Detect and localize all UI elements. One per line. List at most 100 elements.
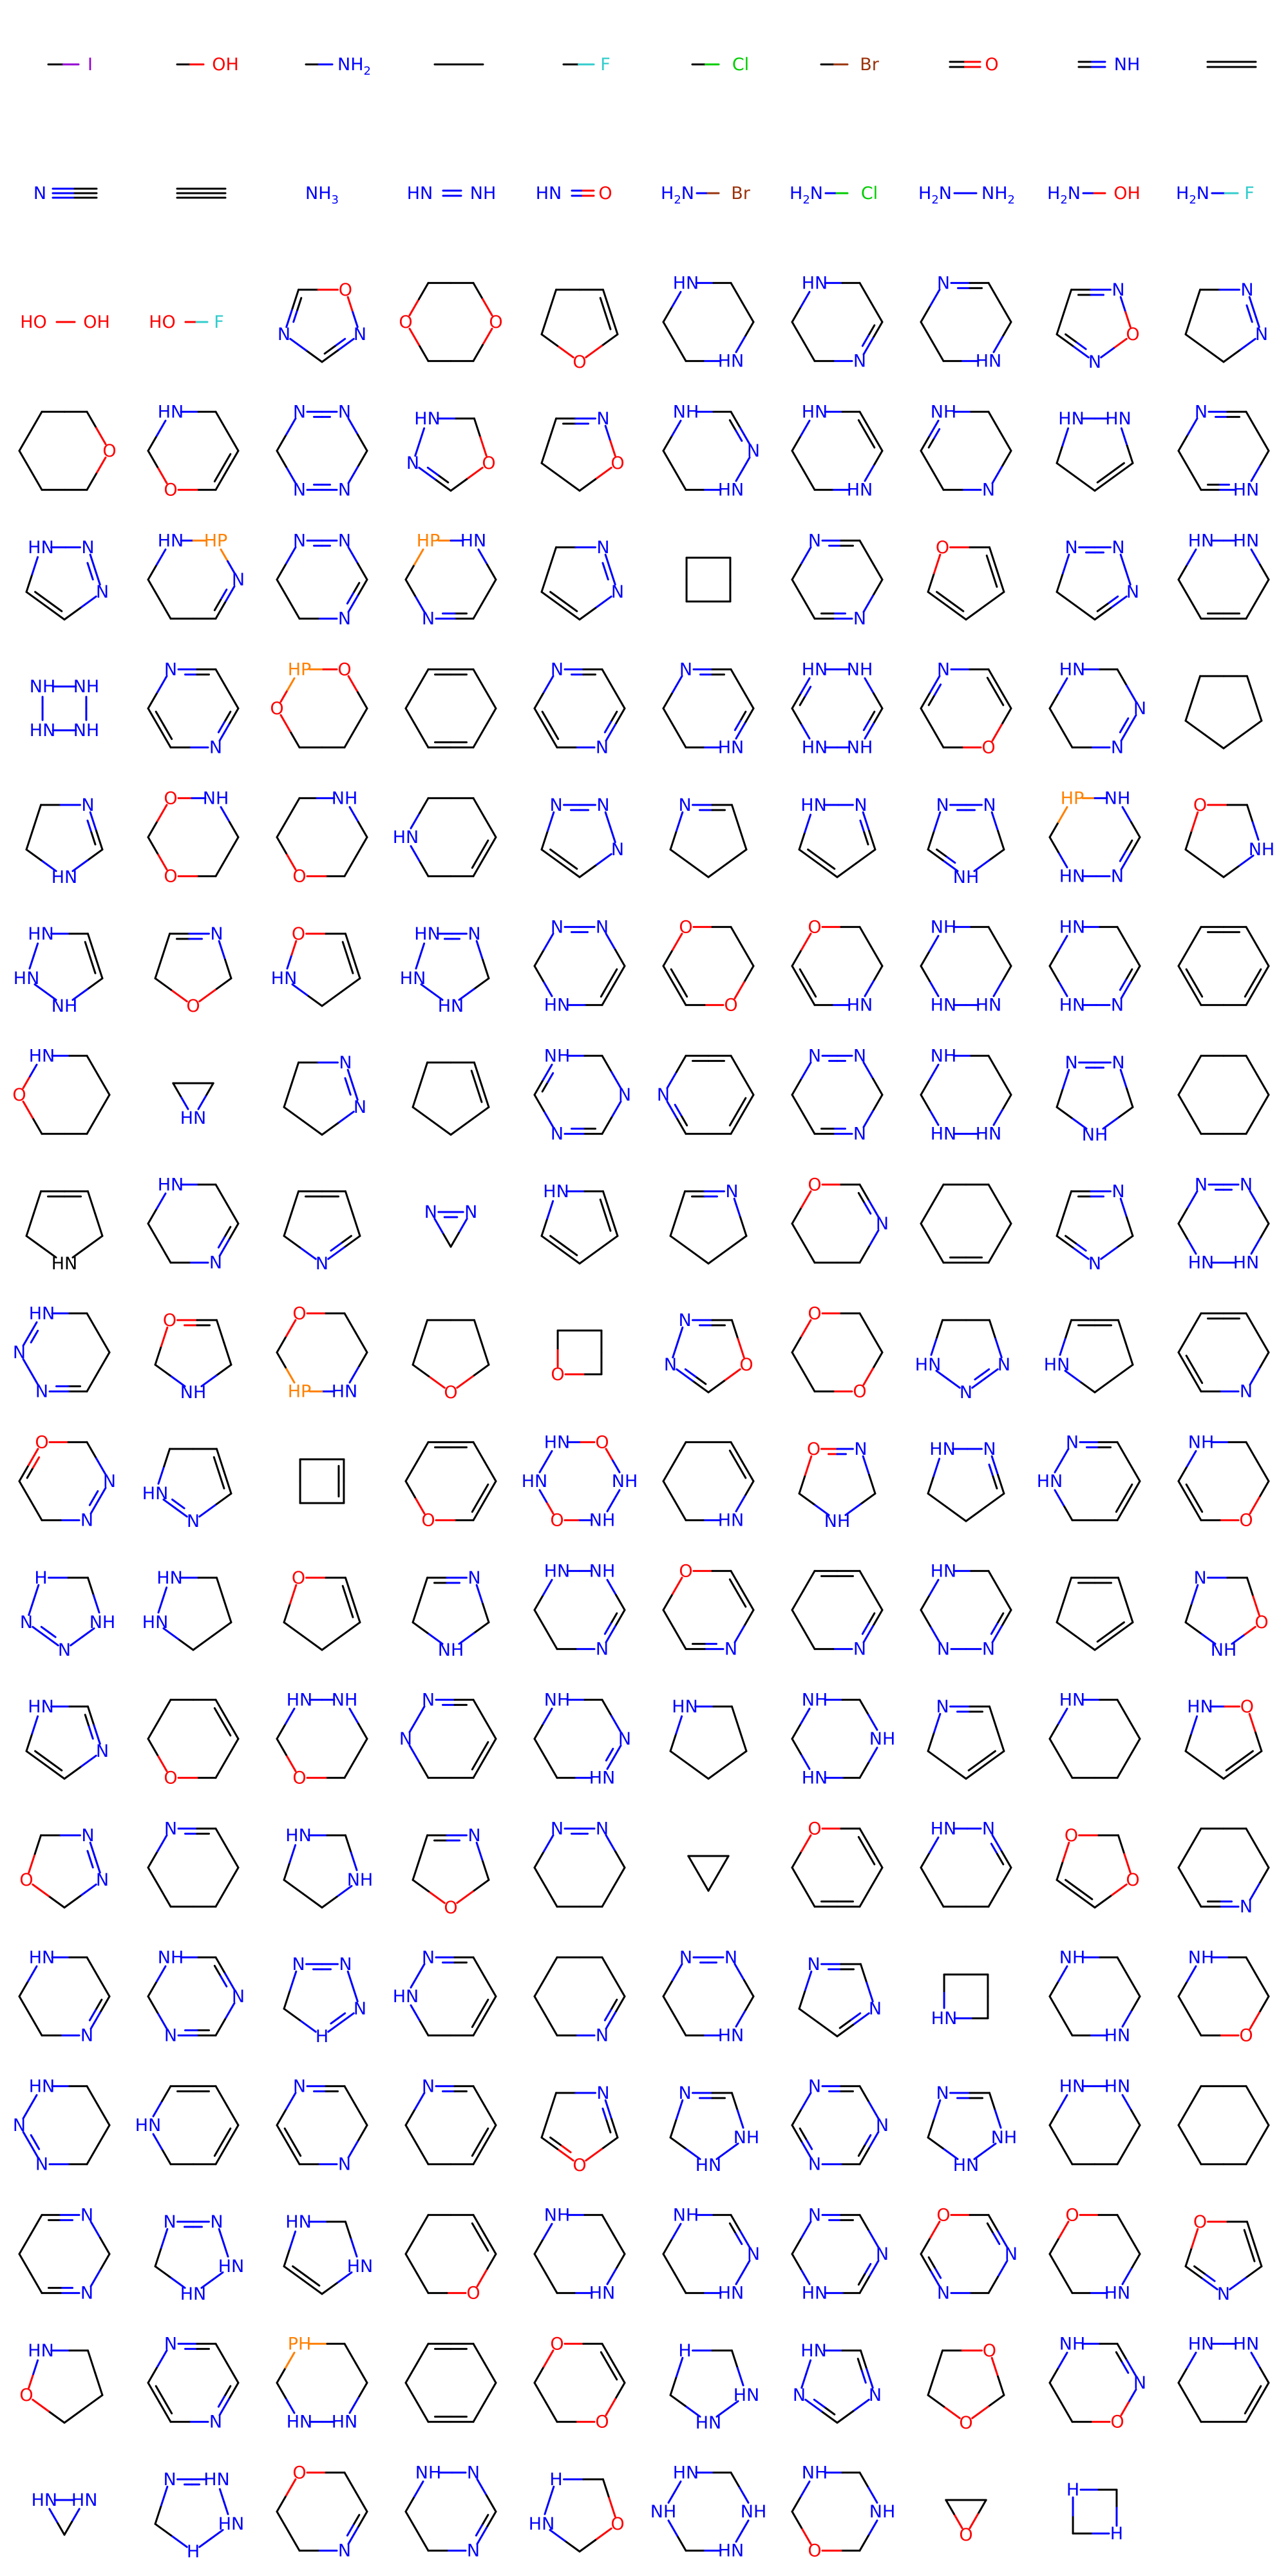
bond — [415, 955, 421, 970]
bond — [414, 2092, 426, 2110]
svg-text:HN: HN — [544, 1432, 571, 1452]
bond — [800, 2140, 812, 2159]
atom-label: N — [936, 795, 949, 815]
bond — [1177, 2367, 1188, 2384]
bond — [1189, 1312, 1202, 1334]
svg-text:N: N — [596, 1640, 609, 1660]
bond — [158, 2401, 172, 2423]
atom-label: HN — [32, 2490, 58, 2510]
svg-text:HN: HN — [1233, 2334, 1260, 2354]
bond — [214, 1886, 228, 1908]
atom-label: HN — [931, 1561, 957, 1581]
bond — [988, 2092, 996, 2112]
bond — [210, 2529, 224, 2540]
svg-text:O: O — [808, 1303, 821, 1323]
bond — [32, 1190, 43, 1215]
bond — [1184, 333, 1206, 350]
svg-text:HN: HN — [158, 531, 184, 551]
svg-text:Br: Br — [731, 184, 751, 204]
bond — [662, 321, 676, 343]
svg-text:O: O — [102, 441, 116, 461]
bond — [437, 474, 450, 484]
bond — [666, 1100, 677, 1119]
bond — [214, 668, 228, 690]
atom-label: O — [611, 453, 624, 473]
svg-text:NH: NH — [332, 1690, 358, 1710]
bond — [798, 1492, 815, 1506]
svg-text:N: N — [808, 1046, 821, 1066]
bond — [1184, 311, 1194, 336]
bond — [791, 1335, 802, 1354]
atom-label: N — [854, 1439, 867, 1459]
atom-label: HN — [802, 273, 828, 293]
svg-text:O: O — [35, 1432, 48, 1452]
bond — [862, 337, 874, 355]
bond — [1222, 1764, 1244, 1780]
bond — [674, 1499, 687, 1522]
bond — [44, 991, 57, 1001]
bond — [1001, 1094, 1012, 1111]
atom-label: N — [808, 1046, 821, 1066]
bond — [1258, 1206, 1270, 1225]
bond — [1094, 1895, 1112, 1909]
bond — [927, 2117, 935, 2139]
molecule-cell — [1159, 1030, 1288, 1159]
bond — [1128, 945, 1141, 967]
bond — [156, 1754, 168, 1772]
atom-label: HN — [393, 1987, 419, 2007]
bond — [540, 829, 549, 851]
bond — [662, 1609, 676, 1631]
atom-label: N — [937, 273, 950, 293]
atom-label: N — [338, 2155, 351, 2175]
bond — [1186, 2351, 1197, 2369]
atom-label: HN — [847, 996, 873, 1016]
bond — [347, 2526, 359, 2545]
bond — [603, 721, 612, 734]
bond — [226, 688, 240, 710]
atom-label: F — [600, 55, 611, 75]
svg-text:N: N — [164, 659, 177, 679]
molecule-structure: ON — [1184, 2212, 1263, 2304]
atom-label: N — [960, 1383, 972, 1403]
bond — [988, 1705, 998, 1730]
bond — [1056, 1599, 1065, 1624]
atom-label: HN — [718, 1511, 744, 1531]
bond — [999, 1866, 1012, 1888]
bond — [670, 968, 680, 984]
svg-text:O: O — [12, 1085, 26, 1105]
bond — [739, 426, 751, 446]
atom-label: HN — [718, 2026, 744, 2046]
bond — [18, 1995, 32, 2017]
bond — [302, 1120, 323, 1136]
bond — [426, 1632, 444, 1645]
bond — [791, 2124, 802, 2143]
bond — [996, 569, 1005, 593]
atom-label: N — [163, 2212, 176, 2232]
bond — [804, 1970, 813, 1991]
bond — [933, 2266, 942, 2279]
bond — [417, 1963, 426, 1977]
bond — [31, 1715, 39, 1735]
atom-label: NH — [438, 1640, 464, 1660]
molecule-cell: HN — [515, 1159, 644, 1288]
atom-label: N — [33, 184, 46, 204]
svg-text:HN: HN — [1188, 2334, 1215, 2354]
bond — [481, 2514, 489, 2526]
bond — [548, 2485, 555, 2502]
bond — [791, 1723, 802, 1740]
svg-text:HN: HN — [271, 969, 298, 989]
atom-label: N — [876, 1214, 889, 1234]
bond — [86, 1113, 99, 1135]
bond — [988, 1463, 994, 1478]
atom-label: N — [724, 1640, 737, 1660]
bond — [226, 836, 240, 858]
bond — [800, 1319, 812, 1338]
